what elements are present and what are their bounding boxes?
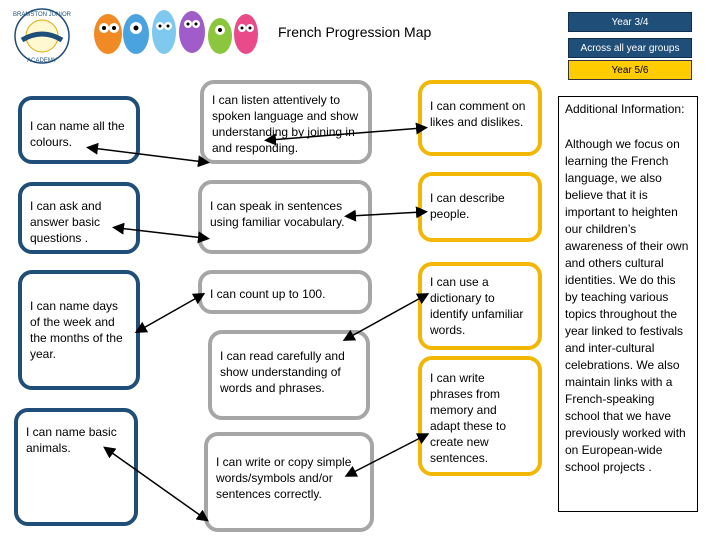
arrow-write-memory [344, 433, 430, 477]
box-dictionary: I can use a dictionary to identify unfam… [418, 262, 542, 350]
school-logo: BRAMSTON JUNIOR ACADEMY [13, 8, 72, 64]
box-likes-dislikes: I can comment on likes and dislikes. [418, 80, 542, 156]
info-heading: Additional Information: [565, 102, 685, 116]
key-year56: Year 5/6 [568, 60, 692, 80]
box-days-months: I can name days of the week and the mont… [18, 270, 140, 390]
box-count: I can count up to 100. [198, 270, 372, 314]
box-basic-questions: I can ask and answer basic questions . [18, 182, 140, 254]
key-year34: Year 3/4 [568, 12, 692, 32]
arrow-read-dictionary [342, 293, 430, 341]
arrow-listen-likes [264, 122, 428, 146]
arrow-questions-speak [112, 222, 210, 244]
arrow-days-count [134, 293, 206, 333]
monsters-illustration [94, 10, 258, 54]
box-write-memory: I can write phrases from memory and adap… [418, 356, 542, 476]
info-body: Although we focus on learning the French… [565, 137, 689, 474]
additional-info: Additional Information: Although we focu… [558, 96, 698, 512]
svg-text:ACADEMY: ACADEMY [27, 58, 57, 64]
box-colours: I can name all the colours. [18, 96, 140, 164]
box-read-carefully: I can read carefully and show understand… [208, 330, 370, 420]
arrow-colours-listen [86, 142, 210, 168]
key-all-years: Across all year groups [568, 38, 692, 58]
arrow-speak-describe [344, 206, 428, 222]
svg-text:BRAMSTON JUNIOR: BRAMSTON JUNIOR [13, 12, 72, 18]
arrow-animals-write [103, 446, 209, 522]
page-title: French Progression Map [278, 24, 432, 40]
